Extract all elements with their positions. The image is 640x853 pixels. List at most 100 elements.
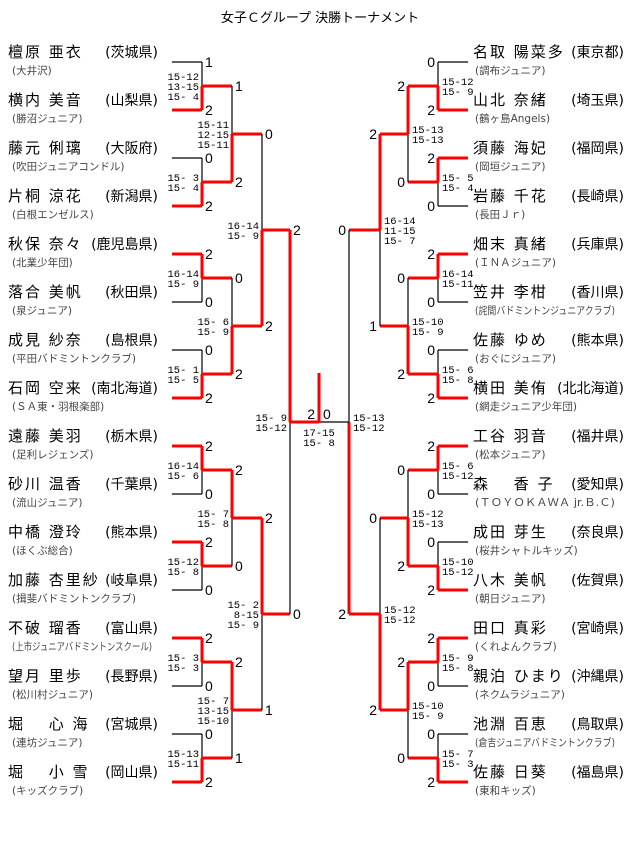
player-club: (松川村ジュニア): [12, 688, 93, 701]
set-score: 16-14: [167, 461, 199, 473]
set-score: 15-11: [167, 759, 199, 771]
games-won: 0: [427, 486, 435, 502]
final-set-score: 15- 8: [303, 438, 335, 450]
player-club: (ＳＡ東・羽根楽部): [12, 400, 104, 413]
set-score: 15-12: [442, 77, 474, 89]
player-name: 砂川 温香: [8, 475, 83, 493]
games-won: 2: [397, 558, 405, 574]
set-score: 16-14: [442, 269, 474, 281]
set-score: 13-15: [197, 706, 229, 718]
player-name: 笠井 李柑: [473, 283, 548, 301]
games-won: 0: [293, 606, 301, 622]
games-won: 2: [265, 318, 273, 334]
games-won: 1: [369, 318, 377, 334]
player-prefecture: (岡山県): [105, 765, 158, 781]
set-score: 15-13: [353, 413, 385, 425]
player-prefecture: (新潟県): [105, 189, 158, 205]
player-prefecture: (富山県): [105, 620, 158, 637]
games-won: 0: [205, 726, 213, 742]
player-name: 佐藤 ゆめ: [473, 331, 548, 349]
player-club: (足利レジェンズ): [12, 448, 93, 461]
set-score: 15-10: [197, 716, 229, 728]
player-entry: 秋保 奈々(鹿児島県)(北業少年団): [8, 235, 158, 269]
games-won: 0: [397, 174, 405, 190]
player-name: 田口 真彩: [473, 619, 548, 637]
player-club: (岡垣ジュニア): [475, 161, 545, 173]
player-entry: 須藤 海妃(福岡県)(岡垣ジュニア): [473, 139, 624, 173]
player-entry: 田口 真彩(宮崎県)(くれよんクラブ): [473, 619, 624, 653]
player-prefecture: (茨城県): [105, 45, 158, 61]
player-entry: 八木 美帆(佐賀県)(朝日ジュニア): [473, 571, 624, 605]
games-won: 2: [265, 510, 273, 526]
set-score: 15- 7: [384, 236, 416, 248]
player-prefecture: (福島県): [571, 765, 624, 781]
set-score: 15- 9: [167, 279, 199, 291]
player-prefecture: (宮城県): [105, 717, 158, 733]
set-score: 15- 9: [442, 87, 474, 99]
player-name: 石岡 空来: [8, 379, 83, 397]
player-club: (キッズクラブ): [12, 784, 83, 797]
games-won: 0: [205, 294, 213, 310]
games-won: 0: [427, 726, 435, 742]
games-won: 1: [235, 78, 243, 94]
games-won: 0: [205, 582, 213, 598]
player-name: 藤元 俐璃: [8, 139, 83, 157]
games-won: 2: [205, 390, 213, 406]
games-won: 2: [205, 630, 213, 646]
player-prefecture: (福岡県): [571, 141, 624, 157]
set-score: 15- 5: [442, 173, 474, 185]
player-prefecture: (秋田県): [105, 285, 158, 301]
player-prefecture: (千葉県): [105, 477, 158, 493]
player-prefecture: (栃木県): [105, 429, 158, 445]
player-prefecture: (香川県): [571, 285, 624, 301]
set-score: 15- 7: [197, 509, 229, 521]
player-entry: 檀原 亜衣(茨城県)(大井沢): [8, 43, 158, 77]
player-entry: 池淵 百恵(鳥取県)(倉吉ジュニアバドミントンクラブ): [473, 715, 624, 749]
games-won: 2: [369, 702, 377, 718]
set-score: 15- 8: [442, 663, 474, 675]
player-name: 森 香 子: [473, 475, 555, 493]
player-prefecture: (熊本県): [571, 333, 624, 349]
set-score: 8-15: [234, 610, 259, 622]
player-name: 名取 陽菜多: [473, 43, 565, 61]
games-won: 2: [205, 438, 213, 454]
games-won: 0: [205, 486, 213, 502]
games-won: 0: [427, 54, 435, 70]
player-club: (吹田ジュニアコンドル): [12, 160, 124, 173]
set-score: 15-12: [384, 605, 416, 617]
player-entry: 岩藤 千花(長崎県)(長田Ｊｒ): [473, 187, 624, 221]
set-score: 15- 6: [442, 461, 474, 473]
player-name: 山北 奈緒: [473, 91, 548, 109]
games-won: 0: [205, 150, 213, 166]
player-club: (泉ジュニア): [12, 304, 72, 317]
set-score: 15- 7: [442, 749, 474, 761]
games-won: 2: [235, 654, 243, 670]
player-prefecture: (島根県): [105, 333, 158, 349]
set-score: 15-13: [412, 125, 444, 137]
games-won: 1: [205, 54, 213, 70]
player-club: (詫間バドミントンジュニアクラブ): [475, 304, 615, 317]
set-score: 16-14: [384, 216, 416, 228]
games-won: 0: [427, 294, 435, 310]
player-entry: 横内 美音(山梨県)(勝沼ジュニア): [8, 91, 158, 125]
set-score: 15- 9: [442, 653, 474, 665]
player-prefecture: (熊本県): [105, 525, 158, 541]
player-prefecture: (南北海道): [91, 381, 158, 397]
player-club: (連坊ジュニア): [12, 736, 82, 749]
set-score: 15-11: [197, 120, 229, 132]
games-won: 2: [205, 246, 213, 262]
set-score: 15- 6: [167, 471, 199, 483]
player-name: 成田 芽生: [473, 523, 548, 541]
games-won: 2: [205, 198, 213, 214]
player-entry: 落合 美帆(秋田県)(泉ジュニア): [8, 283, 158, 317]
player-prefecture: (鹿児島県): [91, 236, 158, 253]
player-name: 佐藤 日葵: [473, 763, 548, 781]
set-score: 15- 4: [167, 183, 199, 195]
player-entry: 藤元 俐璃(大阪府)(吹田ジュニアコンドル): [8, 139, 158, 173]
player-club: (調布ジュニア): [475, 64, 545, 77]
set-score: 11-15: [384, 226, 416, 238]
player-prefecture: (佐賀県): [571, 573, 624, 589]
player-club: (くれよんクラブ): [475, 640, 557, 653]
player-name: 岩藤 千花: [473, 187, 548, 205]
set-score: 15- 3: [167, 173, 199, 185]
